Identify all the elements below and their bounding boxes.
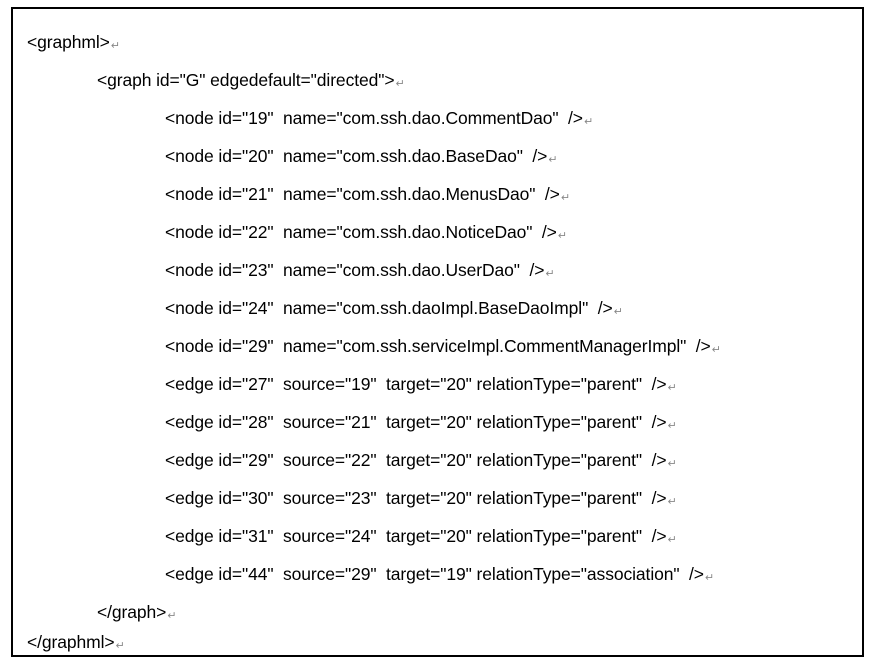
code-text: <node id="19" name="com.ssh.dao.CommentD…: [165, 108, 583, 128]
code-text: <edge id="28" source="21" target="20" re…: [165, 412, 667, 432]
code-text: </graphml>: [27, 632, 115, 652]
code-line-edge: <edge id="44" source="29" target="19" re…: [165, 555, 714, 593]
return-mark-icon: ↵: [667, 457, 677, 470]
return-mark-icon: ↵: [711, 343, 721, 356]
return-mark-icon: ↵: [115, 639, 125, 652]
code-line-edge: <edge id="28" source="21" target="20" re…: [165, 403, 677, 441]
return-mark-icon: ↵: [110, 39, 120, 52]
code-text: <node id="24" name="com.ssh.daoImpl.Base…: [165, 298, 613, 318]
code-listing-box: <graphml>↵ <graph id="G" edgedefault="di…: [11, 7, 864, 657]
code-line-graphml-close: </graphml>↵: [27, 623, 125, 661]
code-text: </graph>: [97, 602, 167, 622]
code-text: <node id="20" name="com.ssh.dao.BaseDao"…: [165, 146, 548, 166]
return-mark-icon: ↵: [704, 571, 715, 584]
return-mark-icon: ↵: [167, 609, 177, 622]
return-mark-icon: ↵: [667, 495, 677, 508]
code-text: <edge id="44" source="29" target="19" re…: [165, 564, 704, 584]
code-text: <graph id="G" edgedefault="directed">: [97, 70, 395, 90]
code-line-node: <node id="29" name="com.ssh.serviceImpl.…: [165, 327, 721, 365]
code-line-node: <node id="20" name="com.ssh.dao.BaseDao"…: [165, 137, 557, 175]
return-mark-icon: ↵: [548, 153, 558, 166]
return-mark-icon: ↵: [667, 381, 677, 394]
code-line-edge: <edge id="27" source="19" target="20" re…: [165, 365, 677, 403]
code-text: <node id="22" name="com.ssh.dao.NoticeDa…: [165, 222, 557, 242]
return-mark-icon: ↵: [613, 305, 623, 318]
code-text: <edge id="31" source="24" target="20" re…: [165, 526, 667, 546]
code-line-node: <node id="22" name="com.ssh.dao.NoticeDa…: [165, 213, 567, 251]
return-mark-icon: ↵: [667, 533, 677, 546]
code-line-graph-open: <graph id="G" edgedefault="directed">↵: [97, 61, 405, 99]
code-text: <edge id="30" source="23" target="20" re…: [165, 488, 667, 508]
code-text: <node id="29" name="com.ssh.serviceImpl.…: [165, 336, 711, 356]
return-mark-icon: ↵: [545, 267, 555, 280]
code-line-node: <node id="24" name="com.ssh.daoImpl.Base…: [165, 289, 623, 327]
code-text: <node id="23" name="com.ssh.dao.UserDao"…: [165, 260, 545, 280]
code-text: <edge id="27" source="19" target="20" re…: [165, 374, 667, 394]
code-line-graphml-open: <graphml>↵: [27, 23, 120, 61]
return-mark-icon: ↵: [583, 115, 594, 128]
code-line-edge: <edge id="29" source="22" target="20" re…: [165, 441, 677, 479]
return-mark-icon: ↵: [395, 77, 405, 90]
code-line-edge: <edge id="31" source="24" target="20" re…: [165, 517, 677, 555]
code-line-node: <node id="23" name="com.ssh.dao.UserDao"…: [165, 251, 555, 289]
return-mark-icon: ↵: [557, 229, 567, 242]
return-mark-icon: ↵: [667, 419, 677, 432]
code-line-graph-close: </graph>↵: [97, 593, 176, 631]
code-line-edge: <edge id="30" source="23" target="20" re…: [165, 479, 677, 517]
code-line-node: <node id="19" name="com.ssh.dao.CommentD…: [165, 99, 593, 137]
return-mark-icon: ↵: [560, 191, 570, 204]
code-text: <graphml>: [27, 32, 110, 52]
code-line-node: <node id="21" name="com.ssh.dao.MenusDao…: [165, 175, 570, 213]
code-text: <edge id="29" source="22" target="20" re…: [165, 450, 667, 470]
code-text: <node id="21" name="com.ssh.dao.MenusDao…: [165, 184, 560, 204]
